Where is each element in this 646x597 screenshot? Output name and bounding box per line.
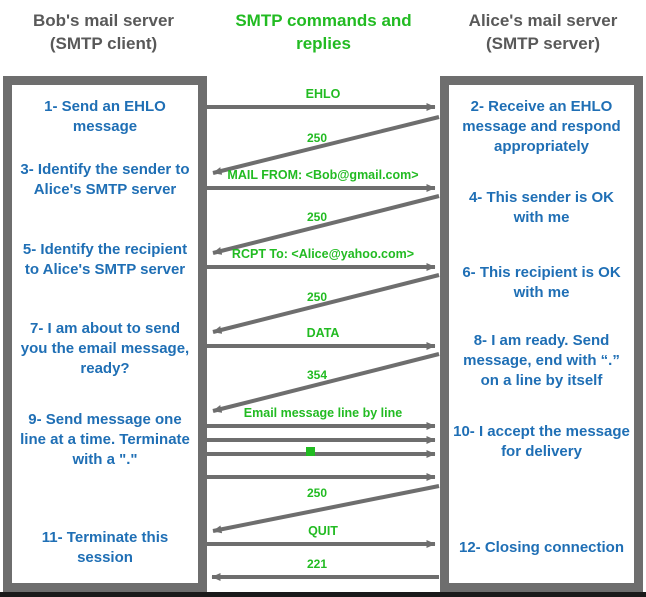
label-250-c: 250 [307,290,327,304]
arrow-250-b [212,194,440,255]
label-ehlo: EHLO [306,87,341,101]
server-step-4: 4- This sender is OK with me [468,189,615,226]
header-server-title: Alice's mail server (SMTP server) [440,0,646,56]
client-step-9: 9- Send message one line at a time. Term… [20,411,190,468]
label-data: DATA [307,326,340,340]
label-250-b: 250 [307,210,327,224]
client-step-11: 11- Terminate this session [41,529,169,566]
label-mailfrom: MAIL FROM: <Bob@gmail.com> [227,168,418,182]
header-center-line1: SMTP commands and [235,11,412,30]
client-step-3: 3- Identify the sender to Alice's SMTP s… [20,161,190,198]
header-server-line2: (SMTP server) [485,33,600,53]
server-step-8: 8- I am ready. Send message, end with “.… [463,332,620,389]
arrow-250-a [212,115,440,175]
server-panel-inner: 2- Receive an EHLO message and respond a… [449,85,634,583]
arrow-250-d [212,484,440,534]
header-center-title: SMTP commands and replies [207,0,440,56]
diagram-header: Bob's mail server (SMTP client) SMTP com… [0,0,646,76]
server-step-6: 6- This recipient is OK with me [462,264,621,301]
arrow-354 [212,352,440,413]
label-250-d: 250 [307,486,327,500]
message-flow-column: EHLO 250 MAIL FROM: <Bob@gmail.com> 250 … [207,76,440,592]
client-step-7: 7- I am about to send you the email mess… [20,320,190,377]
client-panel: 1- Send an EHLO message 3- Identify the … [3,76,207,592]
header-client-title: Bob's mail server (SMTP client) [0,0,207,56]
smtp-sequence-diagram: 1- Send an EHLO message 3- Identify the … [3,76,643,592]
header-server-line1: Alice's mail server [468,11,618,30]
client-step-1: 1- Send an EHLO message [44,98,166,135]
label-250-a: 250 [307,131,327,145]
label-354: 354 [307,368,327,382]
period-marker-icon [306,447,315,456]
header-client-line2: (SMTP client) [49,33,158,53]
header-center-line2: replies [296,33,351,53]
header-client-line1: Bob's mail server [32,11,175,30]
message-arrows-svg: EHLO 250 MAIL FROM: <Bob@gmail.com> 250 … [207,87,440,581]
client-panel-inner: 1- Send an EHLO message 3- Identify the … [12,85,198,583]
client-step-5: 5- Identify the recipient to Alice's SMT… [22,241,188,278]
bottom-border [0,592,646,597]
server-step-12: 12- Closing connection [458,539,624,556]
label-quit: QUIT [308,524,338,538]
server-panel: 2- Receive an EHLO message and respond a… [440,76,643,592]
server-step-2: 2- Receive an EHLO message and respond a… [462,98,621,155]
label-email-message: Email message line by line [244,406,402,420]
label-rcptto: RCPT To: <Alice@yahoo.com> [232,247,414,261]
label-221: 221 [307,557,327,571]
server-step-10: 10- I accept the message for delivery [453,423,630,460]
arrow-250-c [212,273,440,334]
